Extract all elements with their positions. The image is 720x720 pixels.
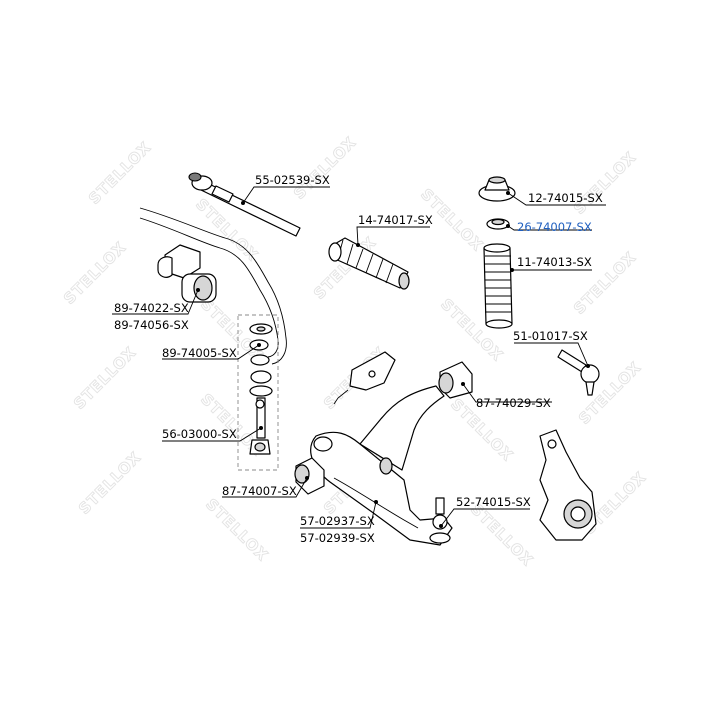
ball-joint-52-74015[interactable] [429, 497, 451, 544]
rear-bushing-87-74029[interactable] [438, 361, 473, 399]
bearing-26-74007[interactable] [486, 218, 510, 230]
watermark-text: STELLOX [290, 133, 360, 203]
stabilizer-bushings-89-74005[interactable] [249, 323, 273, 397]
label-strut-boot[interactable]: 11-74013-SX [517, 255, 592, 269]
part-labels: 55-02539-SX 14-74017-SX 12-74015-SX 26-7… [114, 173, 603, 545]
strut-boot-11-74013[interactable] [483, 243, 513, 329]
watermark-text: STELLOX [85, 138, 155, 208]
label-ball-joint[interactable]: 52-74015-SX [456, 495, 531, 509]
label-tie-rod[interactable]: 55-02539-SX [255, 173, 330, 187]
watermark-text: STELLOX [570, 148, 640, 218]
label-bushing-b[interactable]: 89-74056-SX [114, 318, 189, 332]
watermark-text: STELLOX [202, 495, 272, 565]
leader-lines [112, 186, 606, 529]
label-bushing-a[interactable]: 89-74022-SX [114, 301, 189, 315]
label-stab-link[interactable]: 56-03000-SX [162, 427, 237, 441]
label-bearing[interactable]: 26-74007-SX [517, 220, 592, 234]
mounting-bracket [333, 351, 396, 405]
label-arm-b[interactable]: 57-02939-SX [300, 531, 375, 545]
label-tie-rod-end[interactable]: 51-01017-SX [513, 329, 588, 343]
label-arm-a[interactable]: 57-02937-SX [300, 514, 375, 528]
stabilizer-bushing-89-74022[interactable] [157, 244, 217, 303]
label-stab-bushing[interactable]: 89-74005-SX [162, 346, 237, 360]
stabilizer-link-56-03000[interactable] [249, 397, 271, 455]
watermark-text: STELLOX [70, 343, 140, 413]
control-arm-57-02937[interactable] [310, 385, 453, 546]
tie-rod-end-51-01017[interactable] [557, 349, 600, 396]
watermark-text: STELLOX [75, 448, 145, 518]
label-front-bushing[interactable]: 87-74007-SX [222, 484, 297, 498]
steering-knuckle [539, 429, 597, 541]
strut-mount-12-74015[interactable] [478, 176, 516, 202]
label-rear-bushing[interactable]: 87-74029-SX [476, 396, 551, 410]
label-steering-boot[interactable]: 14-74017-SX [358, 213, 433, 227]
watermark-text: STELLOX [60, 238, 130, 308]
watermark-text: STELLOX [467, 500, 537, 570]
steering-boot-14-74017[interactable] [328, 237, 410, 290]
tie-rod-55-02539[interactable] [188, 172, 301, 237]
label-strut-mount[interactable]: 12-74015-SX [528, 191, 603, 205]
